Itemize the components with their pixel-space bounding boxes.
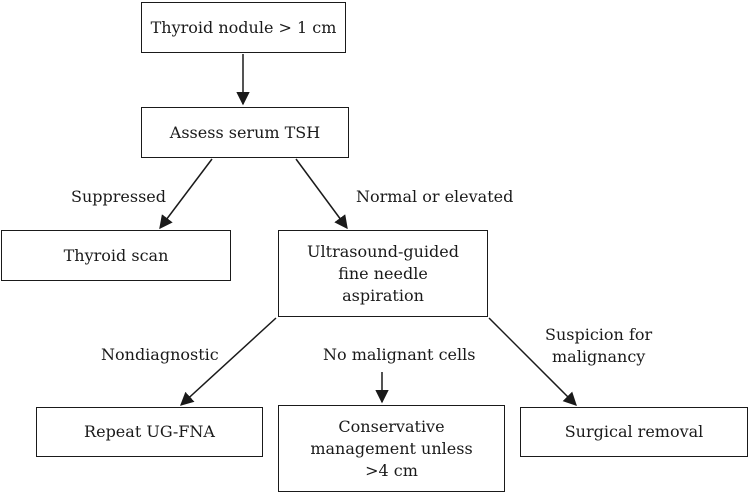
edge-label-no-malignant-cells: No malignant cells: [323, 345, 476, 364]
edge-label-nondiagnostic: Nondiagnostic: [101, 345, 219, 364]
edge-label-suspicion-line-2: malignancy: [552, 347, 646, 366]
node-thyroid-scan: Thyroid scan: [1, 230, 231, 281]
node-thyroid-nodule-label: Thyroid nodule > 1 cm: [150, 17, 337, 37]
node-repeat-ugfna: Repeat UG-FNA: [36, 407, 263, 457]
arrow-fna-to-surgical: [488, 317, 577, 406]
node-fna-line-3: aspiration: [342, 285, 424, 305]
node-conservative-line-1: Conservative: [338, 416, 445, 436]
node-surgical-removal-label: Surgical removal: [564, 422, 704, 441]
edge-label-suppressed: Suppressed: [71, 187, 166, 206]
node-conservative-management: Conservative management unless >4 cm: [278, 405, 505, 492]
node-conservative-line-3: >4 cm: [365, 460, 418, 480]
node-assess-tsh: Assess serum TSH: [141, 107, 349, 158]
node-thyroid-scan-label: Thyroid scan: [63, 245, 169, 265]
arrow-tsh-to-scan: [159, 158, 213, 230]
node-conservative-line-2: management unless: [310, 438, 473, 458]
arrow-tsh-to-fna: [295, 158, 348, 230]
edge-label-suspicion-line-1: Suspicion for: [545, 325, 653, 344]
node-repeat-ugfna-label: Repeat UG-FNA: [84, 422, 215, 441]
node-assess-tsh-label: Assess serum TSH: [169, 122, 321, 142]
node-thyroid-nodule: Thyroid nodule > 1 cm: [141, 2, 346, 53]
arrow-fna-to-repeat: [180, 317, 277, 406]
node-fna-line-1: Ultrasound-guided: [307, 241, 459, 261]
edge-label-normal-or-elevated: Normal or elevated: [356, 187, 514, 206]
node-surgical-removal: Surgical removal: [520, 407, 748, 457]
node-fna: Ultrasound-guided fine needle aspiration: [278, 230, 488, 317]
node-fna-line-2: fine needle: [338, 263, 428, 283]
edge-label-suspicion-for-malignancy: Suspicion for malignancy: [545, 324, 652, 368]
